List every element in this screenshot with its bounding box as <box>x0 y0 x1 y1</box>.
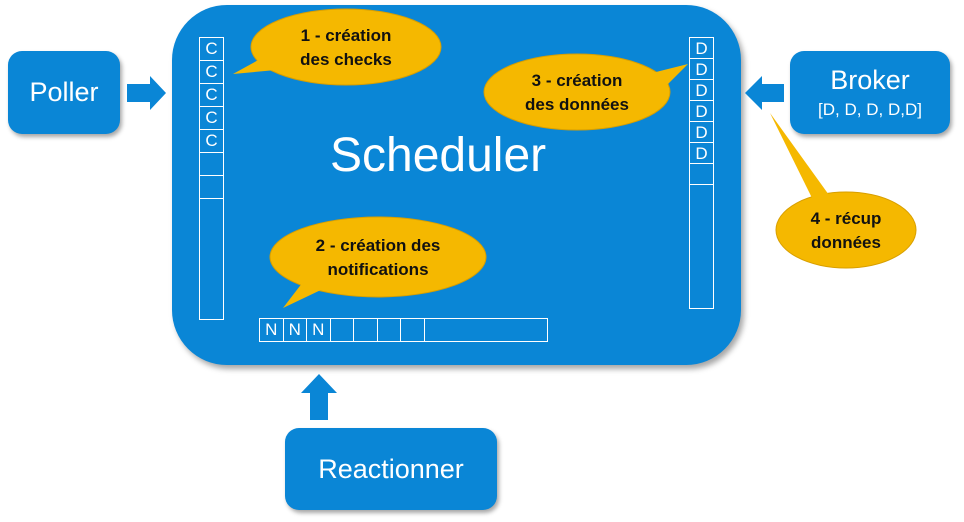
reactionner-label: Reactionner <box>318 453 464 484</box>
poller-arrow <box>127 76 166 110</box>
check-cell: C <box>199 37 224 61</box>
reactionner-box: Reactionner <box>285 428 497 510</box>
data-cell: D <box>689 58 714 80</box>
bubble-4-line-1: 4 - récup <box>811 209 882 228</box>
notification-cell <box>353 318 378 342</box>
check-cell <box>199 175 224 199</box>
broker-label: Broker <box>830 65 910 95</box>
data-cell: D <box>689 37 714 59</box>
broker-box: Broker [D, D, D, D,D] <box>790 51 950 134</box>
notification-cell: N <box>306 318 331 342</box>
poller-box: Poller <box>8 51 120 134</box>
check-cell: C <box>199 129 224 153</box>
data-cell: D <box>689 121 714 143</box>
check-cell: C <box>199 106 224 130</box>
poller-label: Poller <box>29 77 99 107</box>
notification-cell <box>376 318 401 342</box>
data-cell: D <box>689 142 714 164</box>
scheduler-title: Scheduler <box>330 129 547 182</box>
check-cell: C <box>199 83 224 107</box>
notification-cell: N <box>259 318 284 342</box>
notification-cell <box>329 318 354 342</box>
reactionner-arrow <box>301 374 337 420</box>
scheduler-box <box>172 5 741 365</box>
bubble-4-line-2: données <box>811 233 881 252</box>
data-cell: D <box>689 79 714 101</box>
check-cell <box>199 152 224 176</box>
notification-cell <box>423 318 548 342</box>
data-cell: D <box>689 100 714 122</box>
broker-data-list: [D, D, D, D,D] <box>818 100 922 119</box>
notification-cell: N <box>282 318 307 342</box>
bubble-4: 4 - récup données <box>770 113 917 269</box>
check-cell: C <box>199 60 224 84</box>
broker-arrow <box>745 76 784 110</box>
notification-cell <box>400 318 425 342</box>
data-cell <box>689 163 714 185</box>
check-cell <box>199 198 224 320</box>
data-cell <box>689 184 714 309</box>
